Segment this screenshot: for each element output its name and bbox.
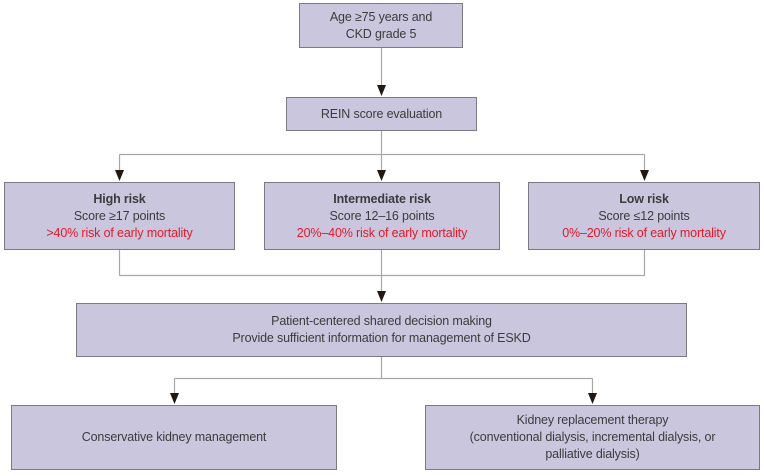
node-text-line: Kidney replacement therapy	[516, 413, 669, 427]
node-intermediate-risk: Intermediate risk Score 12–16 points 20%…	[264, 182, 500, 250]
risk-score: Score ≤12 points	[598, 208, 690, 223]
risk-mortality: >40% risk of early mortality	[46, 225, 193, 240]
arrowhead-icon	[377, 291, 386, 302]
arrowhead-icon	[588, 393, 597, 404]
arrowhead-icon	[377, 85, 386, 96]
node-conservative-kidney-management: Conservative kidney management	[11, 405, 337, 470]
node-low-risk: Low risk Score ≤12 points 0%–20% risk of…	[528, 182, 760, 250]
node-text-line: Conservative kidney management	[81, 430, 267, 444]
risk-mortality: 20%–40% risk of early mortality	[296, 225, 468, 240]
node-rein-score-evaluation: REIN score evaluation	[286, 97, 477, 131]
risk-title: High risk	[93, 191, 146, 206]
risk-score: Score ≥17 points	[73, 208, 166, 223]
node-age-ckd: Age ≥75 years and CKD grade 5	[299, 3, 463, 48]
risk-mortality: 0%–20% risk of early mortality	[562, 225, 726, 240]
arrowhead-icon	[170, 393, 179, 404]
risk-title: Low risk	[619, 191, 669, 206]
node-kidney-replacement-therapy: Kidney replacement therapy (conventional…	[425, 405, 760, 470]
node-high-risk: High risk Score ≥17 points >40% risk of …	[4, 182, 235, 250]
node-text-line: Patient-centered shared decision making	[271, 314, 492, 328]
node-text-line: REIN score evaluation	[320, 106, 443, 121]
node-text-line: palliative dialysis)	[545, 447, 640, 461]
risk-score: Score 12–16 points	[329, 208, 435, 223]
node-text-line: Age ≥75 years and	[329, 9, 433, 24]
arrowhead-icon	[115, 170, 124, 181]
arrowhead-icon	[640, 170, 649, 181]
risk-title: Intermediate risk	[333, 191, 431, 206]
arrowhead-icon	[377, 170, 386, 181]
node-text-line: Provide sufficient information for manag…	[232, 331, 531, 345]
node-shared-decision-making: Patient-centered shared decision making …	[76, 303, 687, 357]
node-text-line: (conventional dialysis, incremental dial…	[469, 430, 716, 444]
node-text-line: CKD grade 5	[345, 26, 417, 41]
